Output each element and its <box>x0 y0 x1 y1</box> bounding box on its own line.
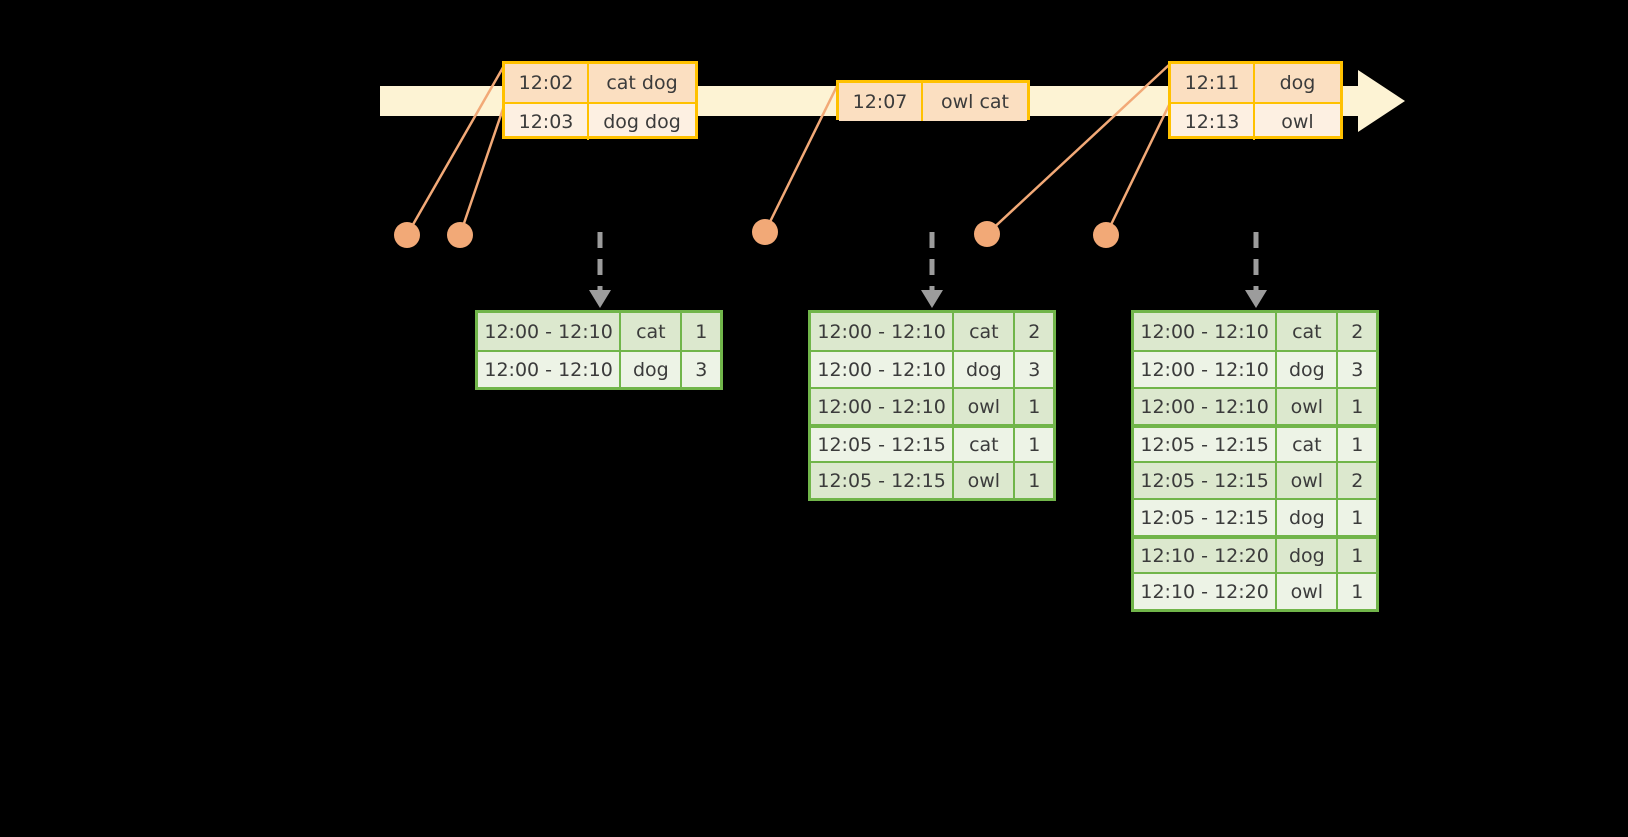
dashed-arrow-3-head <box>1245 290 1267 308</box>
word-cell: owl <box>954 389 1016 424</box>
event-time: 12:02 <box>505 64 589 102</box>
event-row: 12:13 owl <box>1171 102 1340 140</box>
word-cell: owl <box>1277 574 1339 609</box>
count-cell: 1 <box>1028 395 1041 418</box>
count-cell: 1 <box>1351 580 1364 603</box>
connector-line <box>763 83 840 233</box>
event-words: cat dog <box>606 72 678 94</box>
count-cell: 2 <box>1351 469 1364 492</box>
event-time: 12:11 <box>1171 64 1255 102</box>
dot-4 <box>974 221 1000 247</box>
window-cell: 12:00 - 12:10 <box>1134 389 1278 424</box>
dashed-arrow-2-head <box>921 290 943 308</box>
dashed-arrow-1-head <box>589 290 611 308</box>
count-cell: 1 <box>1351 544 1364 567</box>
word-cell: dog <box>1277 539 1339 572</box>
event-row: 12:07 owl cat <box>839 83 1027 121</box>
word-cell: owl <box>1277 463 1339 498</box>
count-cell: 1 <box>1351 506 1364 529</box>
count-cell: 3 <box>1028 358 1041 381</box>
connector-line <box>458 102 507 236</box>
dot-1 <box>394 222 420 248</box>
connector-line <box>405 63 507 236</box>
event-words: dog <box>1279 72 1316 94</box>
word-cell: cat <box>954 313 1016 350</box>
word-cell: dog <box>621 352 683 387</box>
window-cell: 12:00 - 12:10 <box>811 313 955 350</box>
window-cell: 12:00 - 12:10 <box>811 352 955 387</box>
window-cell: 12:10 - 12:20 <box>1134 574 1278 609</box>
word-cell: cat <box>1277 313 1339 350</box>
window-cell: 12:00 - 12:10 <box>478 352 622 387</box>
event-time: 12:13 <box>1171 104 1255 140</box>
window-cell: 12:00 - 12:10 <box>1134 313 1278 350</box>
word-cell: owl <box>954 463 1016 498</box>
word-cell: cat <box>1277 428 1339 461</box>
event-row: 12:11 dog <box>1171 64 1340 102</box>
event-words: owl cat <box>940 91 1010 113</box>
dot-3 <box>752 219 778 245</box>
word-cell: dog <box>954 352 1016 387</box>
count-cell: 1 <box>1351 433 1364 456</box>
word-cell: owl <box>1277 389 1339 424</box>
event-words: dog dog <box>603 111 681 133</box>
dot-2 <box>447 222 473 248</box>
window-cell: 12:05 - 12:15 <box>1134 463 1278 498</box>
word-cell: cat <box>954 428 1016 461</box>
window-cell: 12:00 - 12:10 <box>478 313 622 350</box>
window-cell: 12:05 - 12:15 <box>811 463 955 498</box>
window-cell: 12:05 - 12:15 <box>811 428 955 461</box>
count-cell: 2 <box>1351 320 1364 343</box>
count-cell: 1 <box>1028 469 1041 492</box>
count-cell: 1 <box>695 320 708 343</box>
window-cell: 12:05 - 12:15 <box>1134 428 1278 461</box>
word-cell: cat <box>621 313 683 350</box>
event-box-3: 12:11 dog 12:13 owl <box>1168 61 1343 140</box>
dot-5 <box>1093 222 1119 248</box>
count-cell: 2 <box>1028 320 1041 343</box>
count-cell: 1 <box>1028 433 1041 456</box>
count-cell: 3 <box>1351 358 1364 381</box>
count-cell: 3 <box>695 358 708 381</box>
event-time: 12:07 <box>839 83 923 121</box>
event-box-2: 12:07 owl cat <box>836 80 1030 121</box>
count-cell: 1 <box>1351 395 1364 418</box>
window-cell: 12:05 - 12:15 <box>1134 500 1278 535</box>
event-box-1: 12:02 cat dog 12:03 dog dog <box>502 61 698 140</box>
event-row: 12:03 dog dog <box>505 102 695 140</box>
event-time: 12:03 <box>505 104 589 140</box>
window-cell: 12:00 - 12:10 <box>1134 352 1278 387</box>
word-cell: dog <box>1277 500 1339 535</box>
window-cell: 12:10 - 12:20 <box>1134 539 1278 572</box>
window-cell: 12:00 - 12:10 <box>811 389 955 424</box>
connector-line <box>1104 102 1172 236</box>
event-words: owl <box>1281 111 1314 133</box>
event-row: 12:02 cat dog <box>505 64 695 102</box>
word-cell: dog <box>1277 352 1339 387</box>
